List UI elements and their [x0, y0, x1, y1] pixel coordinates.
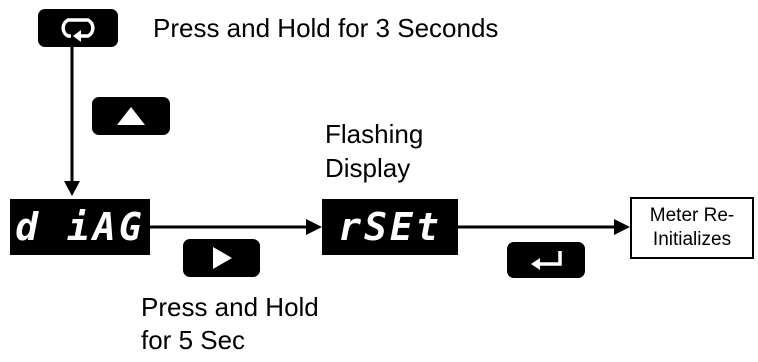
right-key-button[interactable] [183, 239, 260, 277]
hold-3-seconds-label: Press and Hold for 3 Seconds [153, 13, 499, 43]
result-line1: Meter Re- [649, 205, 735, 226]
right-arrow-icon [213, 247, 232, 269]
reset-key-button[interactable] [38, 9, 118, 47]
flashing-display-label-line1: Flashing [325, 119, 424, 149]
result-line2: Initializes [652, 229, 732, 250]
arrowhead-down [64, 181, 80, 196]
up-key-button[interactable] [92, 97, 170, 135]
arrowhead-right-1 [306, 219, 322, 235]
enter-arrow-icon [531, 251, 562, 270]
rset-display: rSEt [322, 199, 458, 255]
meter-reinitializes-box: Meter Re- Initializes [630, 197, 754, 259]
hold-5-sec-label-line2: for 5 Sec [141, 325, 246, 355]
up-arrow-icon [117, 107, 145, 125]
enter-key-button[interactable] [507, 242, 585, 278]
reset-loop-icon [61, 18, 95, 42]
arrowhead-right-2 [614, 219, 630, 235]
hold-5-sec-label-line1: Press and Hold [141, 292, 319, 322]
diag-display: d iAG [10, 199, 150, 255]
flashing-display-label-line2: Display [325, 153, 411, 183]
